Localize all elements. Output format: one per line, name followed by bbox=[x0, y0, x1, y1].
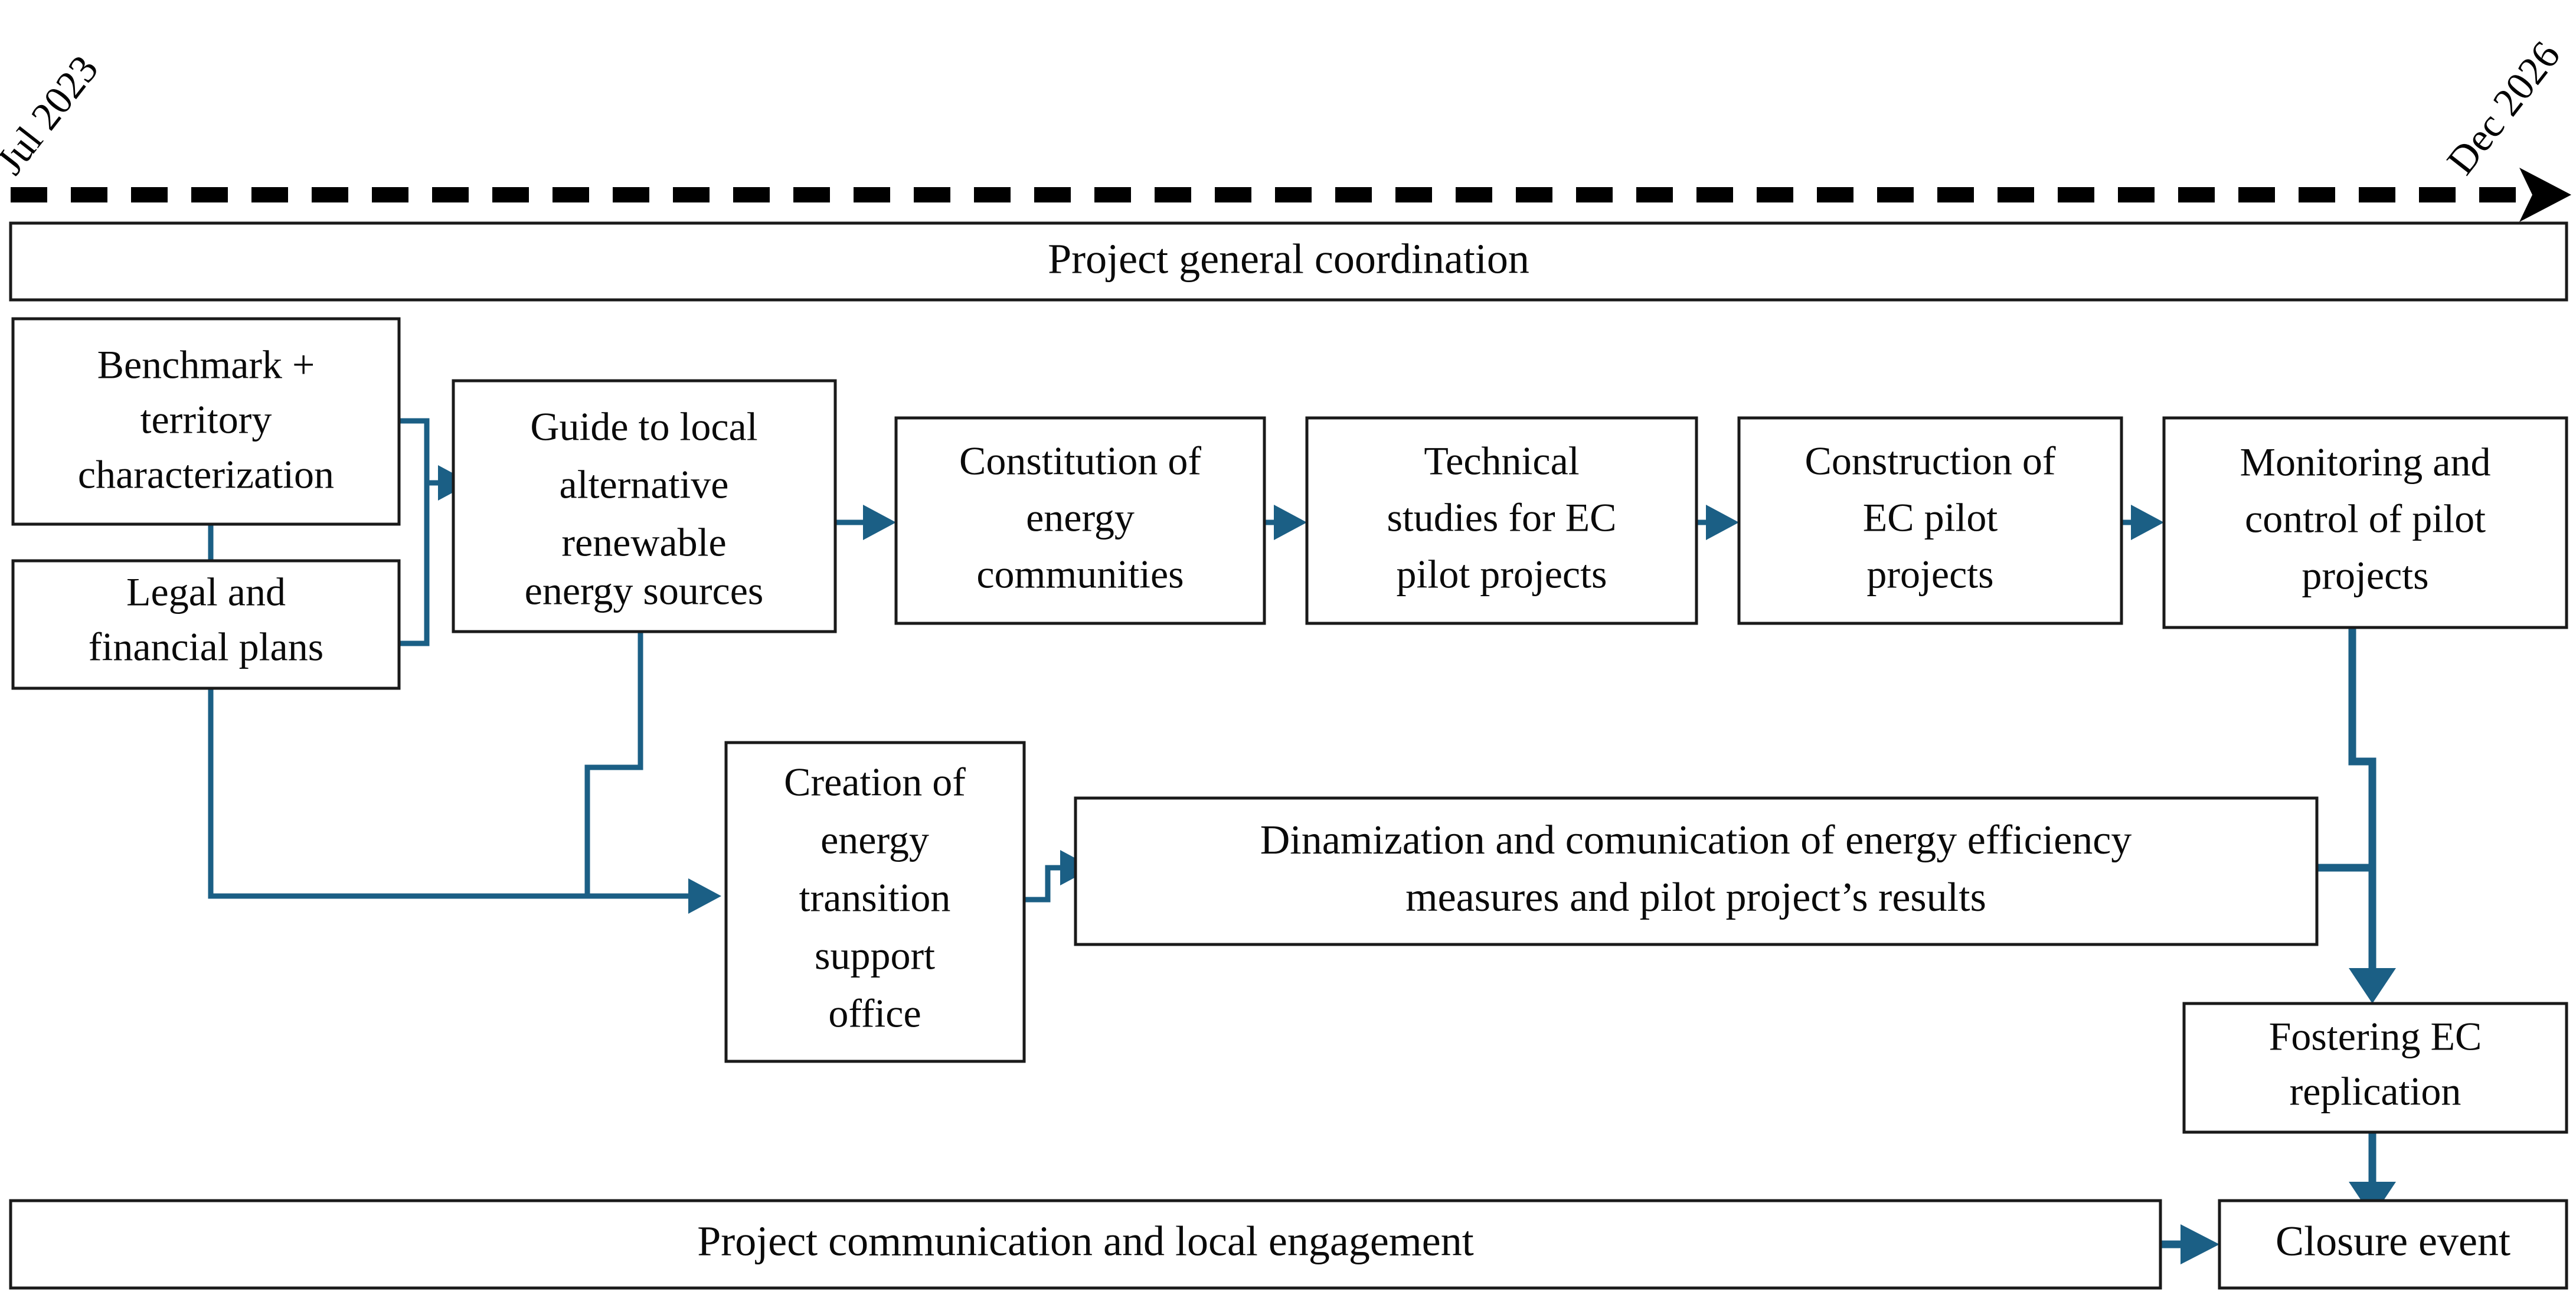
node-label-guide-line2: alternative bbox=[560, 462, 729, 507]
node-monitoring-control-pilot-projects[interactable]: Monitoring and control of pilot projects bbox=[2162, 416, 2568, 629]
node-legal-financial-plans[interactable]: Legal and financial plans bbox=[11, 559, 401, 690]
node-label-project-general-coordination: Project general coordination bbox=[1048, 236, 1529, 283]
node-benchmark-territory-characterization[interactable]: Benchmark + territory characterization bbox=[11, 317, 401, 526]
node-project-communication-engagement[interactable]: Project communication and local engageme… bbox=[9, 1199, 2162, 1290]
node-label-construction-line3: projects bbox=[1866, 552, 1993, 597]
connector-arrowhead-monitoring bbox=[2131, 505, 2164, 540]
node-label-monitoring-line1: Monitoring and bbox=[2240, 440, 2491, 485]
node-dinamization-communication[interactable]: Dinamization and comunication of energy … bbox=[1074, 796, 2319, 946]
node-technical-studies-ec-pilot[interactable]: Technical studies for EC pilot projects bbox=[1305, 416, 1698, 625]
node-label-bottom-banner: Project communication and local engageme… bbox=[697, 1218, 1474, 1265]
node-label-technical-line3: pilot projects bbox=[1397, 552, 1607, 597]
node-constitution-energy-communities[interactable]: Constitution of energy communities bbox=[894, 416, 1266, 625]
node-label-office-line3: transition bbox=[799, 875, 951, 920]
node-label-legal-line1: Legal and bbox=[126, 570, 286, 614]
node-label-constitution-line3: communities bbox=[976, 552, 1184, 597]
timeline-start-label: Jul 2023 bbox=[0, 47, 107, 182]
node-label-dinamization-line1: Dinamization and comunication of energy … bbox=[1260, 818, 2132, 863]
connector-legal-to-guide bbox=[399, 483, 430, 646]
node-label-dinamization-line2: measures and pilot project’s results bbox=[1405, 875, 1986, 920]
connector-benchmark-to-guide bbox=[399, 418, 430, 483]
node-label-constitution-line1: Constitution of bbox=[959, 439, 1201, 483]
node-closure-event[interactable]: Closure event bbox=[2218, 1199, 2568, 1290]
node-label-office-line1: Creation of bbox=[784, 760, 966, 805]
node-label-technical-line2: studies for EC bbox=[1387, 495, 1616, 540]
connector-monitoring-to-fostering bbox=[2348, 627, 2376, 980]
node-creation-energy-transition-office[interactable]: Creation of energy transition support of… bbox=[724, 741, 1026, 1063]
node-guide-local-renewable-energy[interactable]: Guide to local alternative renewable ene… bbox=[452, 379, 837, 633]
node-fostering-ec-replication[interactable]: Fostering EC replication bbox=[2182, 1002, 2568, 1134]
node-label-construction-line2: EC pilot bbox=[1863, 495, 1998, 540]
node-label-guide-line1: Guide to local bbox=[530, 404, 757, 449]
node-label-monitoring-line3: projects bbox=[2302, 553, 2428, 598]
node-construction-ec-pilot-projects[interactable]: Construction of EC pilot projects bbox=[1737, 416, 2123, 625]
node-label-fostering-line1: Fostering EC bbox=[2269, 1014, 2482, 1059]
connector-guide-to-office bbox=[584, 632, 643, 896]
node-label-technical-line1: Technical bbox=[1424, 439, 1579, 483]
node-label-closure-event: Closure event bbox=[2276, 1218, 2510, 1265]
node-label-benchmark-line2: territory bbox=[140, 397, 272, 442]
node-label-construction-line1: Construction of bbox=[1805, 439, 2056, 483]
node-label-office-line4: support bbox=[815, 933, 935, 978]
connector-office-to-dinamization bbox=[1024, 865, 1063, 903]
timeline-group: Jul 2023 Dec 2026 bbox=[0, 33, 2571, 222]
connector-legal-to-office bbox=[208, 688, 691, 899]
timeline-arrowhead bbox=[2519, 168, 2571, 222]
connector-arrowhead-closure-left bbox=[2181, 1224, 2219, 1264]
node-project-general-coordination[interactable]: Project general coordination bbox=[9, 221, 2568, 302]
node-label-office-line5: office bbox=[828, 991, 921, 1036]
node-label-benchmark-line3: characterization bbox=[78, 452, 334, 497]
node-label-legal-line2: financial plans bbox=[89, 625, 323, 669]
connector-arrowhead-construction bbox=[1706, 505, 1739, 540]
connector-arrowhead-technical bbox=[1274, 505, 1307, 540]
connectors-group bbox=[208, 418, 2396, 1264]
node-label-guide-line3: renewable bbox=[561, 520, 726, 565]
timeline-end-label: Dec 2026 bbox=[2438, 33, 2568, 183]
connector-arrowhead-office bbox=[688, 878, 721, 914]
connector-arrowhead-fostering bbox=[2349, 968, 2396, 1003]
node-label-office-line2: energy bbox=[820, 818, 929, 862]
connector-arrowhead-constitution bbox=[863, 505, 896, 540]
node-label-benchmark-line1: Benchmark + bbox=[97, 342, 315, 387]
node-label-constitution-line2: energy bbox=[1026, 495, 1135, 540]
node-label-fostering-line2: replication bbox=[2290, 1069, 2461, 1114]
node-label-guide-line4: energy sources bbox=[525, 568, 764, 613]
node-label-monitoring-line2: control of pilot bbox=[2245, 496, 2486, 541]
